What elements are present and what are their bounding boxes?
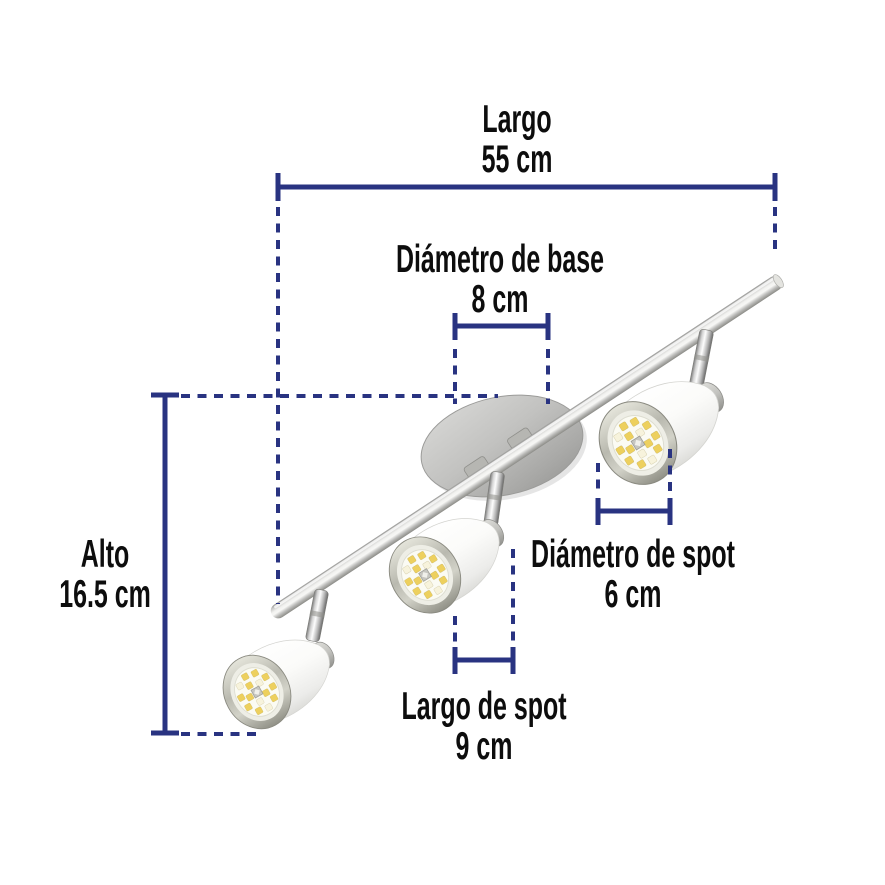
label-largo-spot-value: 9 cm: [455, 725, 513, 768]
swivel-arm-bottom: [305, 589, 329, 642]
label-diametro-base-name: Diámetro de base: [395, 238, 605, 281]
spotlight-middle: [374, 493, 523, 628]
swivel-arm-middle: [483, 471, 505, 527]
spotlight-top: [583, 354, 744, 500]
dim-largo-spot: [452, 647, 516, 674]
dim-alto: [151, 392, 179, 736]
label-alto: Alto 16.5 cm: [0, 535, 214, 615]
rail: [270, 274, 784, 619]
extension-lines: [181, 207, 777, 736]
label-largo-spot-name: Largo de spot: [401, 685, 567, 728]
spotlight-bottom: [209, 617, 351, 742]
dim-diametro-base: [452, 313, 551, 340]
label-diametro-spot-name: Diámetro de spot: [531, 533, 735, 576]
label-alto-value: 16.5 cm: [59, 573, 151, 616]
label-largo-value: 55 cm: [481, 138, 553, 181]
label-diametro-spot-value: 6 cm: [604, 573, 662, 616]
label-largo: Largo 55 cm: [408, 100, 626, 180]
dim-diametro-spot: [595, 498, 673, 525]
ceiling-base-plate: [420, 394, 587, 501]
label-diametro-base-value: 8 cm: [471, 278, 529, 321]
label-alto-name: Alto: [80, 533, 130, 576]
dim-largo: [275, 173, 778, 201]
label-largo-name: Largo: [482, 98, 552, 141]
label-diametro-base: Diámetro de base 8 cm: [391, 240, 609, 320]
label-diametro-spot: Diámetro de spot 6 cm: [524, 535, 742, 615]
label-largo-spot: Largo de spot 9 cm: [375, 687, 593, 767]
